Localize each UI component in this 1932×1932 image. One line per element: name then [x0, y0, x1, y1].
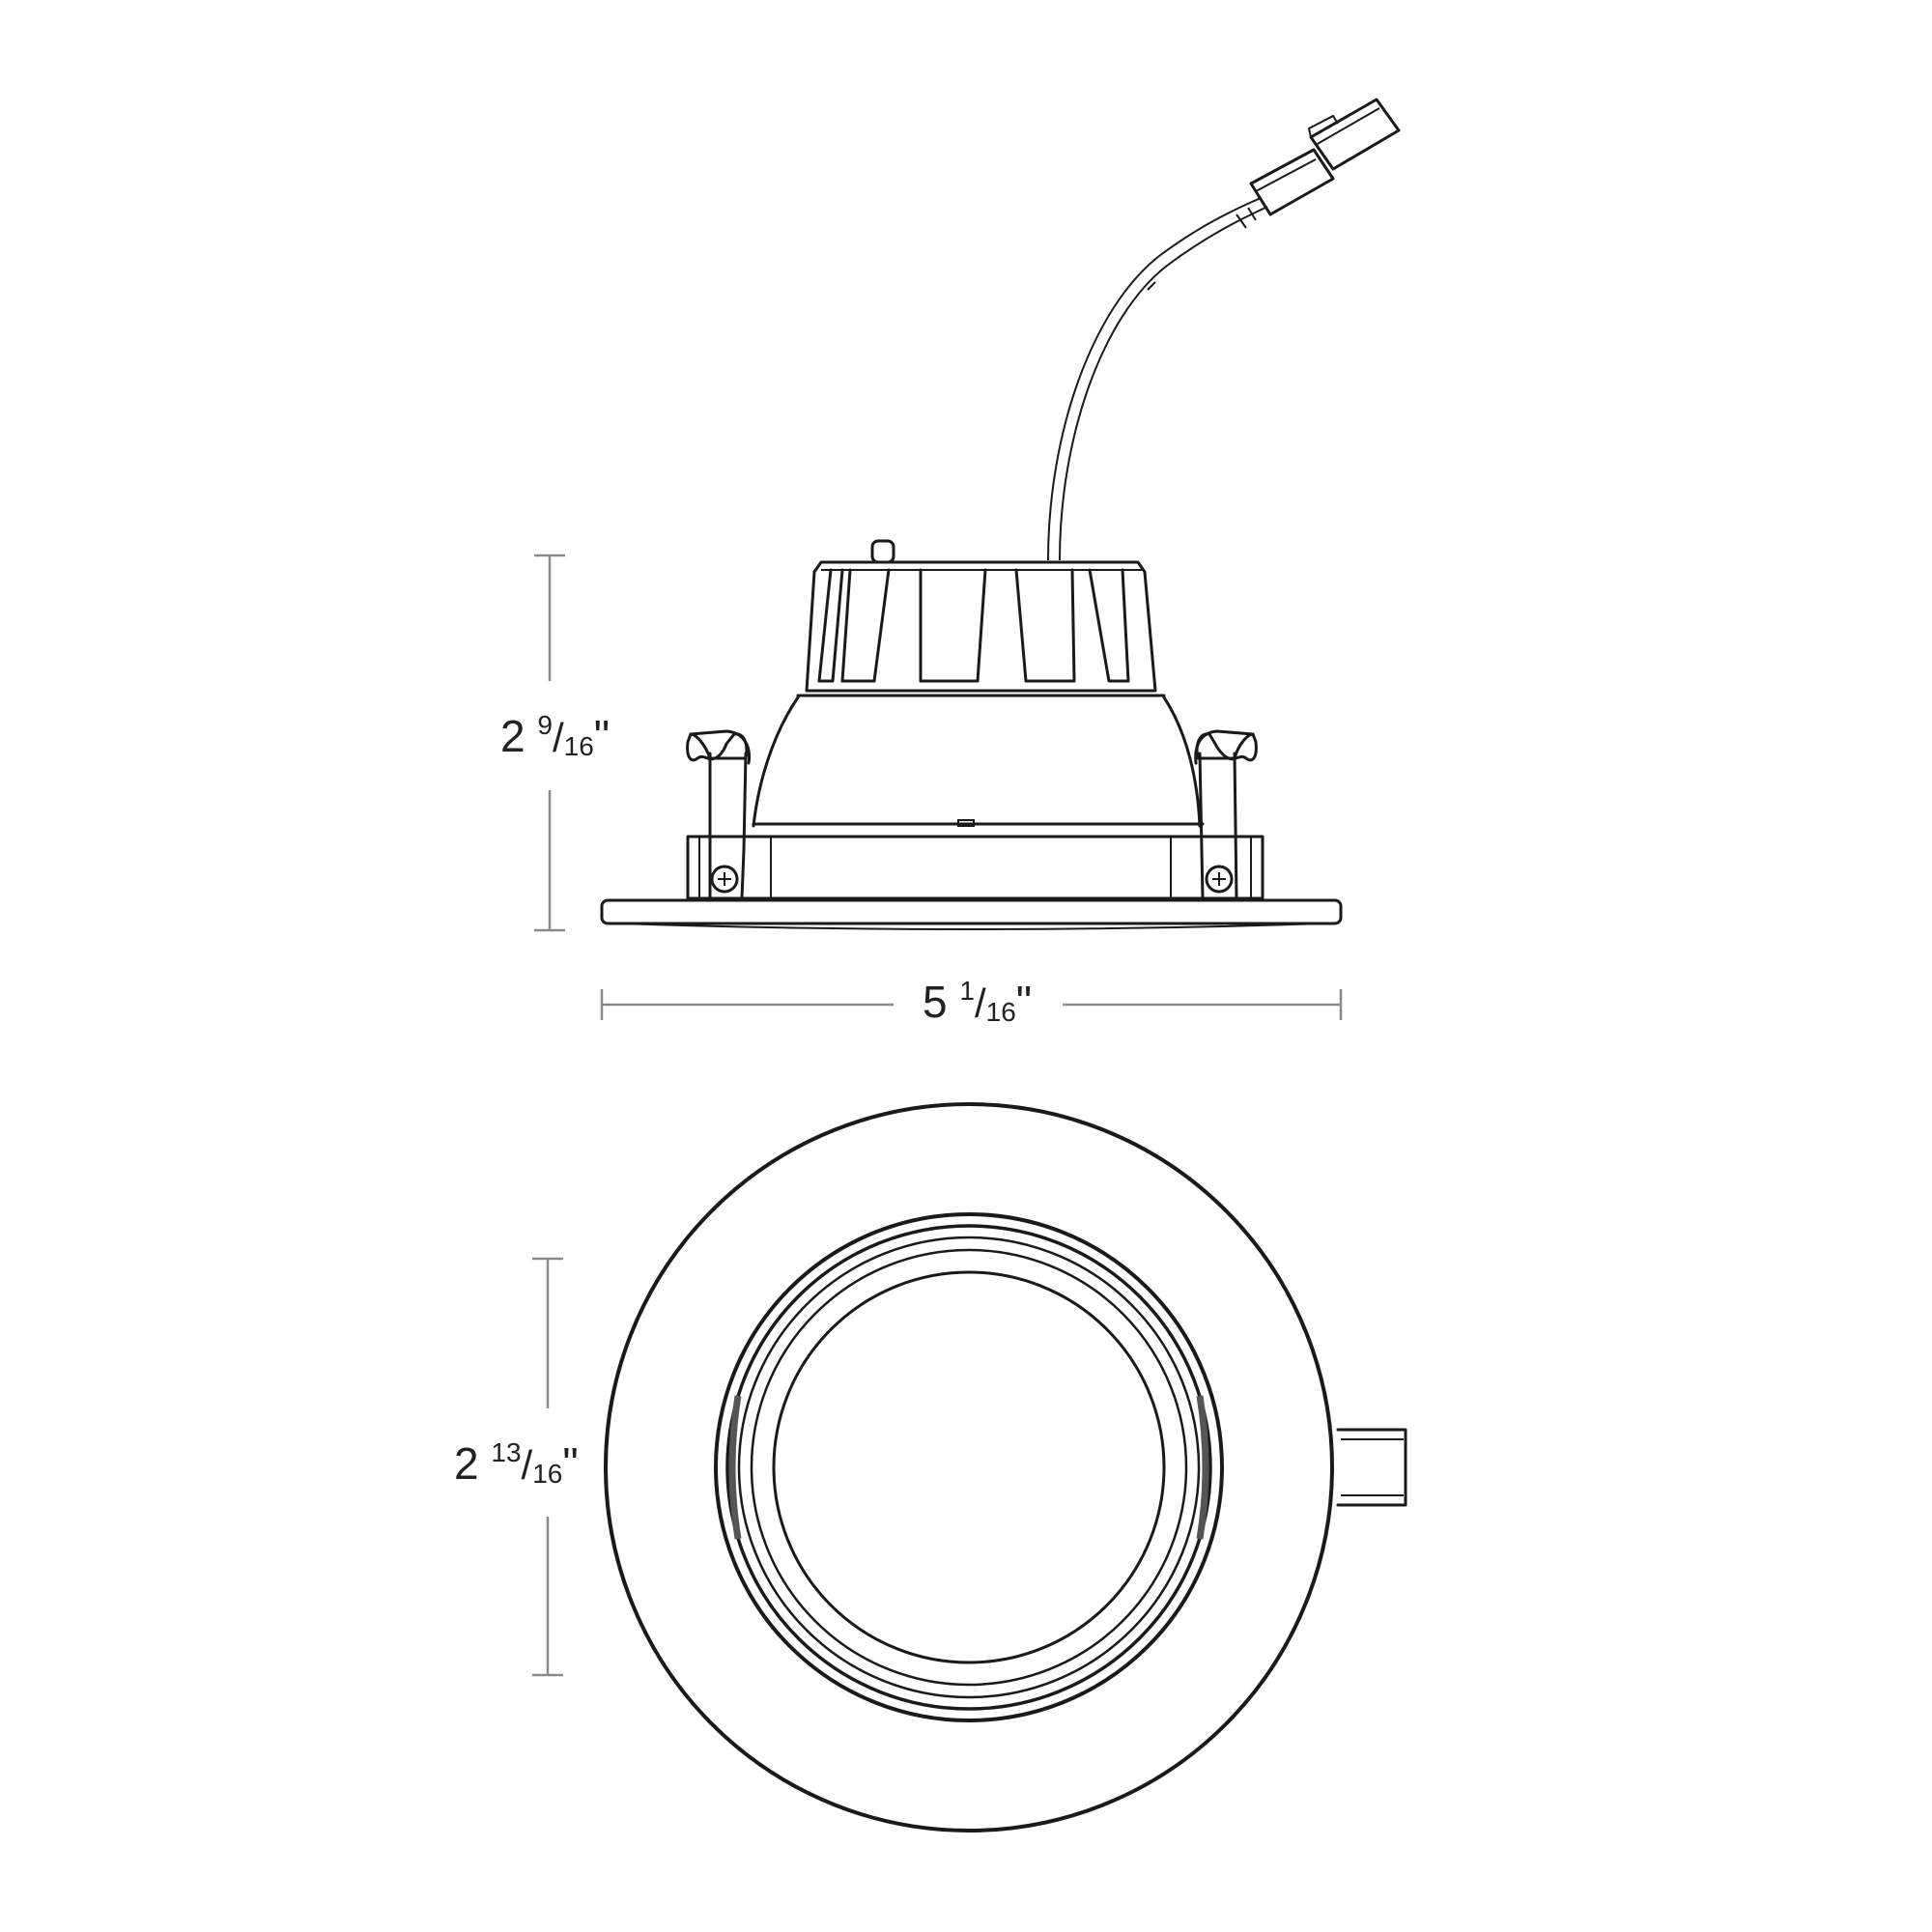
width-dimension-line [600, 989, 1343, 1020]
aperture-dimension-label: 2 13/16" [454, 1437, 579, 1489]
trim-flange [600, 898, 1343, 930]
mounting-clip-left [686, 729, 752, 900]
width-dimension-label: 5 1/16" [923, 976, 1033, 1027]
height-dimension-label: 2 9/16" [500, 710, 611, 761]
wire-connector-icon [1047, 98, 1401, 561]
height-dimension-line [534, 554, 565, 932]
bottom-view [604, 1102, 1407, 1833]
reflector-housing [686, 696, 1264, 900]
side-view [600, 98, 1401, 930]
heat-sink [796, 539, 1166, 697]
aperture-dimension-line [532, 1257, 563, 1677]
mounting-clip-right [1194, 729, 1258, 900]
